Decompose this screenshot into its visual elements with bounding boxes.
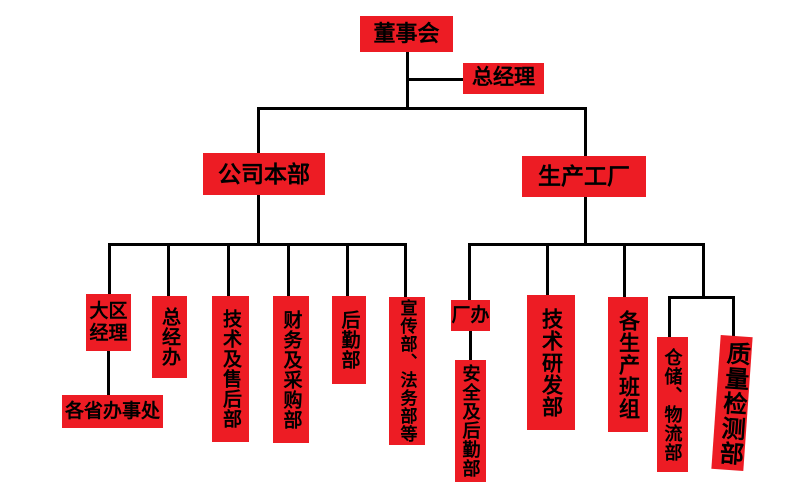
org-node-regional-manager: 大区经理 bbox=[86, 294, 131, 351]
org-node-board: 董事会 bbox=[360, 16, 453, 52]
connector-line bbox=[406, 78, 464, 81]
connector-line bbox=[287, 243, 290, 296]
connector-line bbox=[732, 296, 735, 337]
connector-line bbox=[668, 296, 735, 299]
connector-line bbox=[257, 107, 260, 154]
org-node-publicity-legal: 宣传部、法务部等 bbox=[389, 297, 425, 445]
connector-line bbox=[702, 243, 705, 299]
connector-line bbox=[546, 243, 549, 296]
connector-line bbox=[257, 195, 260, 245]
connector-line bbox=[257, 107, 587, 110]
connector-line bbox=[167, 243, 170, 296]
connector-line bbox=[584, 197, 587, 246]
org-node-tech-rnd: 技术研发部 bbox=[527, 295, 575, 430]
org-node-tech-aftersales: 技术及售后部 bbox=[212, 296, 249, 442]
connector-line bbox=[584, 107, 587, 157]
org-node-provincial-offices: 各省办事处 bbox=[62, 395, 163, 428]
org-node-production-teams: 各生产班组 bbox=[608, 297, 648, 432]
connector-line bbox=[468, 243, 705, 246]
connector-line bbox=[107, 350, 110, 396]
org-node-factory: 生产工厂 bbox=[522, 156, 646, 197]
org-node-quality-inspection: 质量检测部 bbox=[711, 335, 753, 471]
org-node-general-office: 总经办 bbox=[152, 296, 187, 378]
org-node-factory-office: 厂办 bbox=[451, 300, 490, 331]
connector-line bbox=[623, 243, 626, 298]
connector-line bbox=[346, 243, 349, 296]
connector-line bbox=[469, 330, 472, 361]
connector-line bbox=[668, 296, 671, 338]
org-node-warehouse-logistics: 仓储、物流部 bbox=[657, 337, 688, 472]
org-node-safety-support: 安全及后勤部 bbox=[455, 360, 486, 482]
org-node-rear-service: 后勤部 bbox=[332, 296, 366, 384]
connector-line bbox=[227, 243, 230, 296]
org-node-company-hq: 公司本部 bbox=[203, 153, 325, 195]
connector-line bbox=[108, 243, 111, 296]
org-node-general-manager: 总经理 bbox=[463, 63, 544, 94]
connector-line bbox=[404, 243, 407, 297]
connector-line bbox=[108, 243, 407, 246]
connector-line bbox=[468, 243, 471, 301]
org-node-finance-procurement: 财务及采购部 bbox=[273, 296, 309, 443]
